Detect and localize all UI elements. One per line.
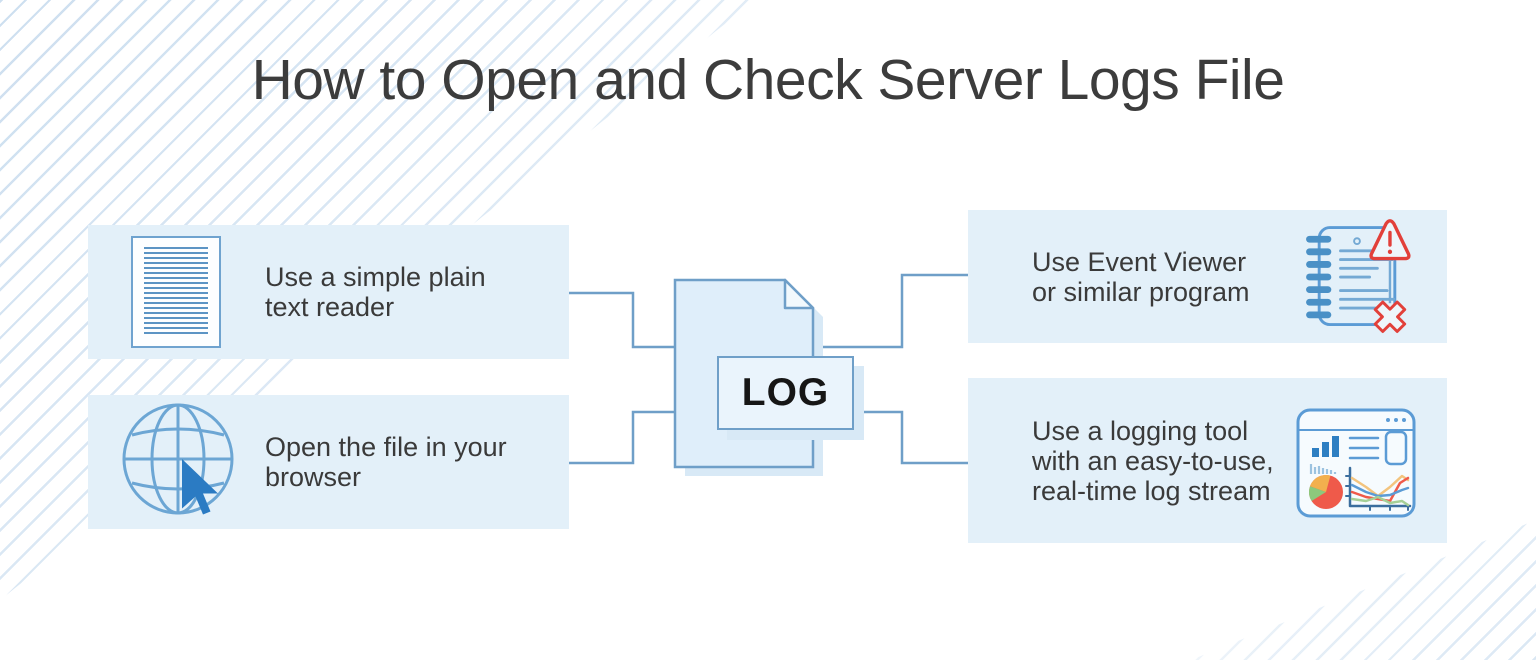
page-title: How to Open and Check Server Logs File: [251, 48, 1285, 112]
list-lines: [1348, 436, 1380, 460]
document-lines-icon: [131, 236, 221, 348]
connector-top-left: [569, 291, 675, 349]
step-text: Use a logging tool with an easy-to-use, …: [1032, 415, 1274, 506]
warning-triangle-icon: [1369, 219, 1411, 261]
dashboard-charts-icon: [1296, 408, 1416, 518]
globe-cursor-icon: [122, 403, 234, 515]
connector-top-right: [813, 273, 968, 349]
log-label: LOG: [741, 371, 830, 414]
cursor-arrow-icon: [182, 459, 218, 515]
step-box-event-viewer: Use Event Viewer or similar program: [968, 210, 1447, 343]
step-text: Use a simple plain text reader: [265, 262, 486, 322]
spiral-binding: [1306, 235, 1332, 319]
window-dots: [1386, 418, 1406, 422]
connector-bottom-right: [854, 410, 968, 465]
error-x-icon: [1373, 300, 1407, 333]
step-text: Use Event Viewer or similar program: [1032, 246, 1250, 307]
log-label-box: LOG: [717, 356, 854, 430]
step-text: Open the file in your browser: [265, 432, 507, 492]
line-chart: [1345, 466, 1412, 511]
bar-chart: [1312, 436, 1339, 457]
mini-histogram: [1309, 464, 1337, 474]
step-box-logging-tool: Use a logging tool with an easy-to-use, …: [968, 378, 1447, 543]
connector-bottom-left: [569, 410, 675, 465]
folded-corner: [783, 278, 815, 310]
step-box-open-in-browser: Open the file in your browser: [88, 395, 569, 529]
notebook-warning-icon: [1306, 219, 1411, 333]
step-box-plain-text-reader: Use a simple plain text reader: [88, 225, 569, 359]
pie-chart: [1308, 475, 1343, 509]
